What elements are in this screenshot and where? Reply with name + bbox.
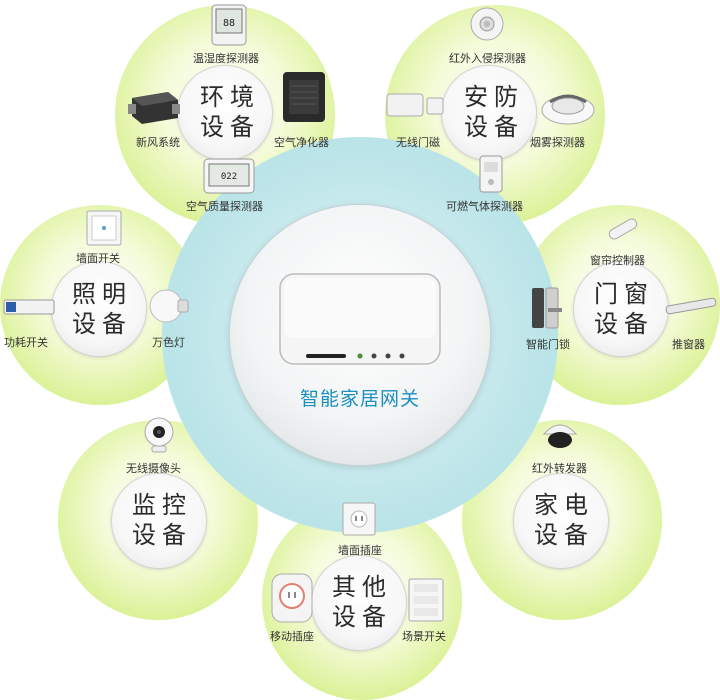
air-quality-detector-icon: 022: [203, 158, 255, 194]
other-inner: [312, 556, 406, 650]
device-label: 功耗开关: [4, 336, 48, 349]
env-inner: [178, 66, 272, 160]
monitor-inner: [112, 474, 206, 568]
device-label: 墙面开关: [76, 252, 120, 265]
doorwin-title: 门窗 设备: [594, 280, 654, 338]
device-label: 新风系统: [136, 136, 180, 149]
svg-text:88: 88: [223, 18, 235, 29]
wall-switch-icon: [86, 210, 122, 246]
device-label: 墙面插座: [338, 544, 382, 557]
appliance-inner: [514, 474, 608, 568]
window-opener-icon: [665, 297, 717, 315]
gateway-title: 智能家居网关: [299, 388, 420, 410]
svg-text:022: 022: [221, 172, 237, 182]
device-label: 万色灯: [152, 336, 185, 349]
smart-lock-icon: [532, 287, 562, 329]
device-label: 无线摄像头: [126, 462, 181, 475]
other-title: 其他 设备: [332, 573, 392, 631]
air-purifier-icon: [283, 72, 325, 122]
env-title: 环境 设备: [200, 83, 260, 141]
device-label: 智能门锁: [526, 338, 570, 351]
curtain-controller-icon: [608, 218, 638, 240]
scene-switch-icon: [408, 578, 444, 622]
doorwin-inner: [574, 262, 668, 356]
power-metering-switch-icon: [3, 299, 55, 315]
wall-socket-icon: [342, 502, 376, 536]
security-title: 安防 设备: [464, 83, 524, 141]
device-label: 可燃气体探测器: [446, 200, 523, 213]
thermo-hygrometer-icon: 88: [211, 4, 247, 46]
monitor-title: 监控 设备: [132, 491, 192, 549]
infrared-intrusion-detector-icon: [470, 7, 504, 41]
device-label: 红外入侵探测器: [449, 52, 526, 65]
wireless-camera-icon: [144, 417, 174, 453]
device-label: 空气净化器: [274, 136, 329, 149]
color-bulb-icon: [149, 289, 189, 323]
mobile-socket-icon: [271, 573, 313, 623]
device-label: 移动插座: [270, 630, 314, 643]
device-label: 窗帘控制器: [590, 254, 645, 267]
device-label: 场景开关: [402, 630, 446, 643]
gateway-device-icon: [279, 273, 441, 365]
device-label: 烟雾探测器: [530, 136, 585, 149]
appliance-title: 家电 设备: [534, 491, 594, 549]
smoke-detector-icon: [541, 94, 595, 125]
gas-detector-icon: [479, 155, 503, 193]
device-label: 红外转发器: [532, 462, 587, 475]
security-inner: [442, 66, 536, 160]
wireless-door-sensor-icon: [386, 93, 444, 117]
device-label: 无线门磁: [396, 136, 440, 149]
device-label: 温湿度探测器: [193, 52, 259, 65]
device-label: 推窗器: [672, 338, 705, 351]
lighting-inner: [52, 262, 146, 356]
fresh-air-system-icon: [128, 92, 180, 124]
infrared-transponder-icon: [542, 424, 578, 448]
device-label: 空气质量探测器: [186, 200, 263, 213]
lighting-title: 照明 设备: [72, 280, 132, 338]
